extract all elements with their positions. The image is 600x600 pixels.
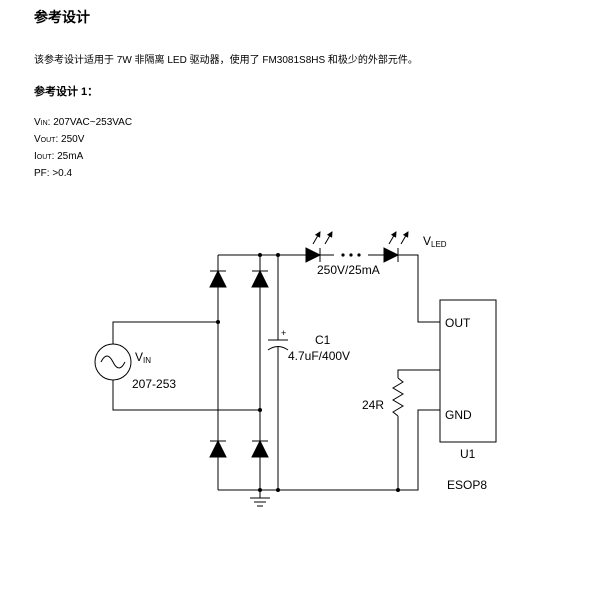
ic-package: ESOP8 [447,478,487,492]
source-range: 207-253 [132,377,176,391]
spec-symbol: PF [34,168,47,179]
spec-value: : >0.4 [46,168,73,179]
spec-iout: IOUT: 25mA [34,149,132,166]
spec-list: VIN: 207VAC~253VAC VOUT: 250V IOUT: 25mA… [34,115,132,182]
resistor-value: 24R [362,398,384,412]
diode-triangle [251,269,269,288]
spec-symbol: V [34,117,41,128]
diode-top-left [209,269,227,288]
led-ellipsis [341,253,361,257]
led-voltage-subscript: LED [431,240,447,249]
ic-pin-gnd: GND [445,408,472,422]
spec-vin: VIN: 207VAC~253VAC [34,115,132,132]
capacitor-polarity: + [281,328,286,338]
led-triangle [305,247,322,263]
design-heading: 参考设计 1： [34,86,99,98]
wire-ac-top [112,321,218,344]
ac-source-circle [94,343,132,381]
source-subscript: IN [143,356,151,365]
spec-subscript: OUT [36,154,52,161]
junction-dot [276,488,280,492]
diode-bottom-left [209,439,227,458]
diode-bottom-right [251,439,269,458]
spec-value: : 207VAC~253VAC [47,117,133,128]
led-last [383,231,409,263]
led-first [305,231,333,263]
ic-ref: U1 [460,447,476,461]
capacitor-c1 [267,339,289,351]
capacitor-ref: C1 [315,333,331,347]
junction-dot [276,253,280,257]
led-triangle [383,247,400,263]
spec-value: : 25mA [51,151,84,162]
junction-dot [258,408,262,412]
junction-dots [216,253,400,492]
ellipsis-dot [349,253,353,257]
ic-u1-body [439,299,497,443]
light-arrow-icon [388,231,397,245]
light-arrow-icon [324,231,333,245]
diode-top-right [251,269,269,288]
wires [112,254,440,491]
page-title: 参考设计 [34,9,90,25]
junction-dot [258,488,262,492]
resistor-24r [392,377,404,417]
spec-pf: PF: >0.4 [34,166,132,182]
led-voltage-symbol: V [423,234,431,248]
junction-dot [258,253,262,257]
led-string [305,231,409,263]
capacitor-plate-curved [267,346,289,351]
wire-led-to-out [398,254,440,323]
ellipsis-dot [341,253,345,257]
ic-pin-out: OUT [445,316,471,330]
bridge-rectifier [209,269,269,458]
intro-paragraph: 该参考设计适用于 7W 非隔离 LED 驱动器，使用了 FM3081S8HS 和… [34,55,418,66]
ellipsis-dot [357,253,361,257]
junction-dot [216,320,220,324]
ground-symbol [250,490,270,507]
source-symbol: V [135,350,143,364]
wire-resistor-top [397,369,440,378]
diode-triangle [209,269,227,288]
ac-source [94,343,132,381]
spec-symbol: V [34,134,41,145]
wire-ac-bottom [112,380,260,411]
wire-bottom-rail [218,409,440,491]
led-rating: 250V/25mA [317,263,380,277]
spec-value: : 250V [55,134,85,145]
capacitor-value: 4.7uF/400V [288,349,350,363]
diode-triangle [251,439,269,458]
sine-wave-icon [100,355,126,369]
light-arrow-icon [312,231,321,245]
spec-subscript: OUT [40,137,56,144]
light-arrow-icon [400,231,409,245]
diode-triangle [209,439,227,458]
spec-vout: VOUT: 250V [34,132,132,149]
schematic-labels: V IN 207-253 + C1 4.7uF/400V 250V/25mA V… [132,234,487,492]
spec-symbol: I [34,151,37,162]
junction-dot [396,488,400,492]
spec-subscript: IN [40,120,48,127]
